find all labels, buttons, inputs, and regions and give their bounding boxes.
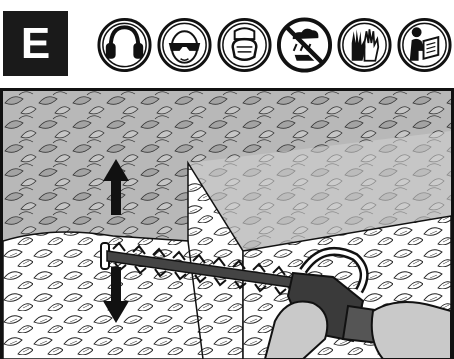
eye-protection-icon xyxy=(155,17,214,73)
protective-gloves-icon xyxy=(335,17,394,73)
hedge-trimming-illustration xyxy=(0,88,454,359)
safety-icon-row xyxy=(95,17,454,73)
dust-mask-icon xyxy=(215,17,274,73)
no-rain-icon xyxy=(275,17,334,73)
step-badge: E xyxy=(3,11,68,76)
ear-protection-icon xyxy=(95,17,154,73)
header-band: E xyxy=(0,0,454,86)
step-letter: E xyxy=(21,22,50,66)
read-manual-icon xyxy=(395,17,454,73)
